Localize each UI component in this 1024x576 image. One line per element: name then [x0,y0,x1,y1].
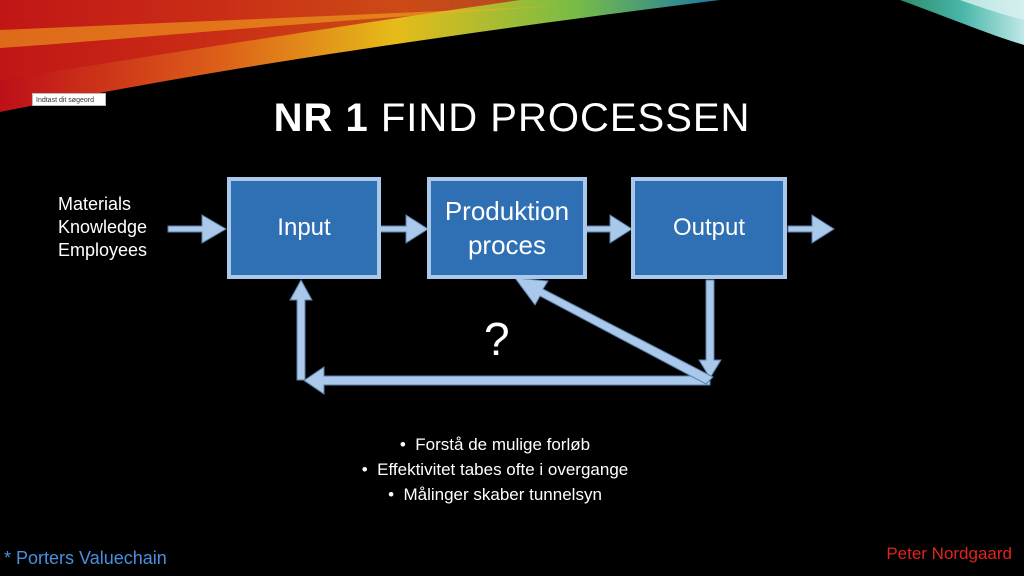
title-text: FIND PROCESSEN [380,96,751,140]
arrow-up-into-input [289,278,313,381]
output-box: Output [631,177,787,279]
produktion-box-label-line2: proces [467,230,547,260]
input-item-employees: Employees [58,240,148,260]
produktion-box-label-line1: Produktion [444,196,570,226]
input-box-label: Input [277,214,331,241]
input-list: Materials Knowledge Employees [58,193,147,262]
slide-title: NR 1 FIND PROCESSEN [0,96,1024,141]
footer-source-note: * Porters Valuechain [4,548,167,568]
bullet-text-3: Målinger skaber tunnelsyn [403,485,602,504]
input-item-materials: Materials [58,194,132,214]
output-box-label: Output [672,214,746,241]
arrow-diagonal-to-produktion [513,277,714,385]
bullet-item: • Effektivitet tabes ofte i overgange [361,460,629,479]
question-mark: ? [484,313,510,365]
arrow-out-of-output [787,214,835,244]
arrow-produktion-to-output [585,214,633,244]
bullet-item: • Målinger skaber tunnelsyn [388,485,602,504]
input-box: Input [227,177,381,279]
bullet-text-2: Effektivitet tabes ofte i overgange [377,460,629,479]
arrow-input-to-produktion [379,214,429,244]
arrow-back-to-input-horizontal [303,366,711,395]
bullet-text-1: Forstå de mulige forløb [415,435,591,454]
bullet-list: • Forstå de mulige forløb • Effektivitet… [0,432,990,507]
title-number: NR 1 [273,96,369,140]
search-input[interactable]: Indtast dit søgeord [32,93,106,106]
produktion-proces-box: Produktion proces [427,177,587,279]
arrow-into-input [167,214,227,244]
input-item-knowledge: Knowledge [58,217,148,237]
bullet-item: • Forstå de mulige forløb [399,435,591,454]
arrow-down-from-output [698,279,722,379]
footer-author: Peter Nordgaard [886,544,1012,563]
